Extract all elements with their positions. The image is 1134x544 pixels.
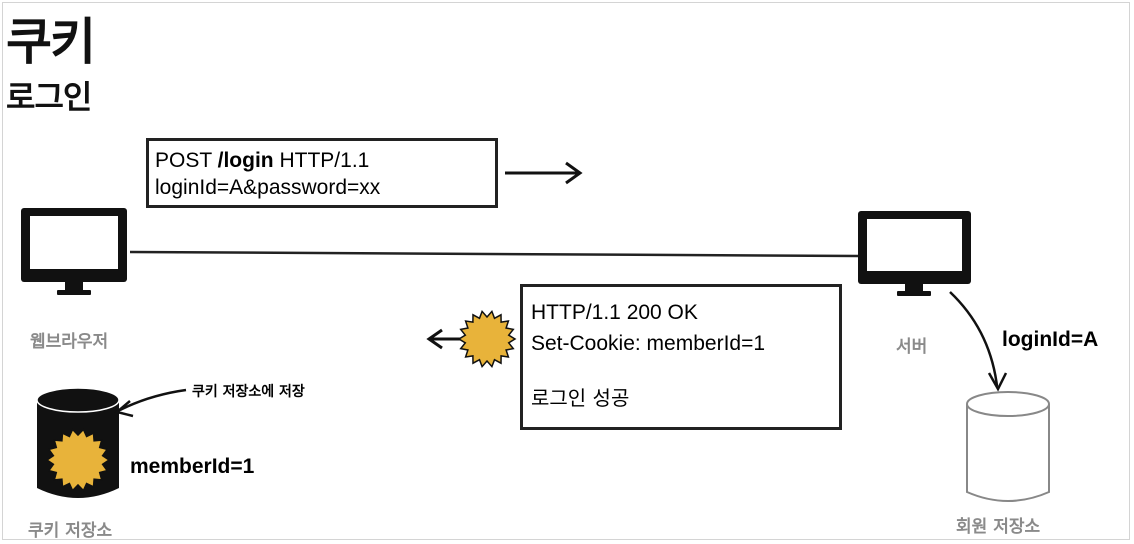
request-protocol: HTTP/1.1 (279, 149, 370, 172)
response-message-box: HTTP/1.1 200 OK Set-Cookie: memberId=1 로… (520, 284, 842, 430)
request-body: loginId=A&password=xx (155, 176, 381, 199)
cookie-store-label: 쿠키 저장소 (28, 521, 113, 541)
response-set-cookie: Set-Cookie: memberId=1 (531, 332, 766, 355)
server-to-db-arrow (949, 291, 999, 387)
connection-line (129, 250, 859, 258)
browser-label: 웹브라우저 (30, 332, 109, 352)
store-note-label: 쿠키 저장소에 저장 (192, 384, 305, 400)
request-path: /login (217, 149, 274, 172)
request-line: POST /login HTTP/1.1 (155, 147, 489, 174)
response-cookie-icon (457, 309, 517, 369)
request-arrow (505, 161, 583, 185)
store-note-arrow (119, 388, 187, 412)
response-message: 로그인 성공 (531, 386, 630, 410)
request-method: POST (155, 149, 212, 172)
server-monitor-icon (858, 211, 971, 296)
response-arrow (426, 328, 462, 350)
browser-monitor-icon (21, 208, 127, 295)
server-label: 서버 (896, 337, 928, 357)
page-title: 쿠키 (6, 13, 96, 71)
response-status-line: HTTP/1.1 200 OK (531, 301, 698, 324)
server-query-label: loginId=A (1002, 328, 1099, 351)
request-message-box: POST /login HTTP/1.1 loginId=A&password=… (146, 138, 498, 208)
stored-cookie-icon (45, 428, 111, 492)
member-store-label: 회원 저장소 (956, 517, 1041, 537)
cookie-value-label: memberId=1 (130, 455, 255, 478)
member-db-icon (966, 391, 1050, 502)
page-subtitle: 로그인 (6, 78, 92, 116)
